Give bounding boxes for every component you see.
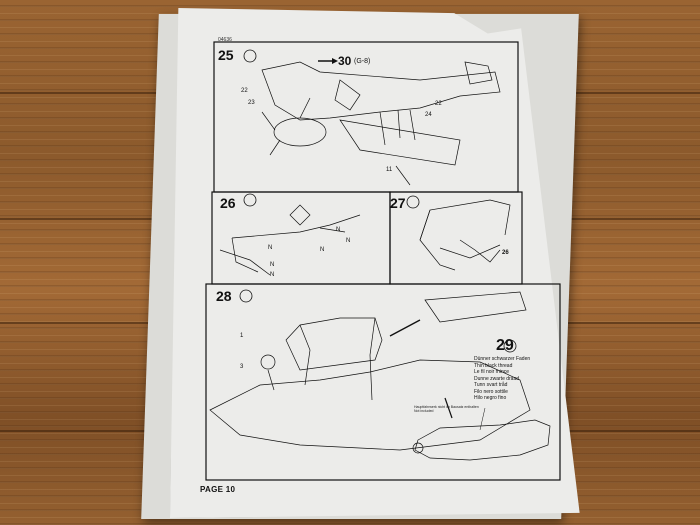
thread-line: Thin black thread	[474, 362, 513, 369]
part-label: 24	[425, 112, 432, 118]
part-label: 3	[240, 364, 244, 370]
step-28-number: 28	[216, 288, 232, 304]
step-26-number: 26	[220, 195, 236, 211]
cockpit-drawing-28	[209, 291, 531, 451]
sheet-code: 04636	[218, 37, 232, 43]
part-label: N	[320, 247, 325, 253]
aircraft-drawing-29	[412, 397, 551, 461]
thread-line: Dunne zwarte draad	[474, 375, 520, 382]
reference-arrow-head	[332, 58, 338, 64]
parts-drawing-26	[219, 204, 361, 276]
thread-line: Le fil noir mince	[474, 369, 510, 375]
part-label: 23	[248, 100, 255, 106]
part-label: N	[270, 272, 275, 278]
part-label: N	[336, 227, 341, 233]
part-label: 22	[241, 88, 248, 94]
step-25-number: 25	[218, 47, 234, 63]
thread-line: Dünner schwarzer Faden	[474, 356, 531, 362]
part-label: 22	[435, 101, 442, 107]
note-line: Not included	[414, 409, 434, 413]
part-label: N	[270, 262, 275, 268]
part-label: 26	[502, 250, 509, 256]
step-25-ref-number: 30	[338, 54, 352, 68]
thread-line: Tunn svart tråd	[474, 382, 508, 388]
thread-line: Filo nero sottile	[474, 388, 508, 395]
thread-instruction: Dünner schwarzer Faden Thin black thread…	[474, 356, 530, 402]
gear-drawing-27	[419, 199, 511, 271]
note-line: Hauptfahrwerk nicht im Bausatz enthalten	[414, 405, 479, 409]
step-27-number: 27	[390, 195, 406, 211]
part-label: N	[346, 238, 351, 244]
part-label: N	[268, 245, 273, 251]
step-28-panel	[205, 283, 561, 481]
page-number: PAGE 10	[200, 485, 236, 494]
step-25-ref-variant: (G-8)	[354, 58, 371, 65]
part-label: 1	[240, 333, 244, 339]
aircraft-drawing-25	[261, 61, 501, 186]
gear-note: Hauptfahrwerk nicht im Bausatz enthalten…	[414, 405, 479, 413]
step-29-number: 29	[496, 337, 514, 354]
thread-line: Hilo negro fino	[474, 395, 507, 401]
part-label: 11	[386, 167, 393, 173]
